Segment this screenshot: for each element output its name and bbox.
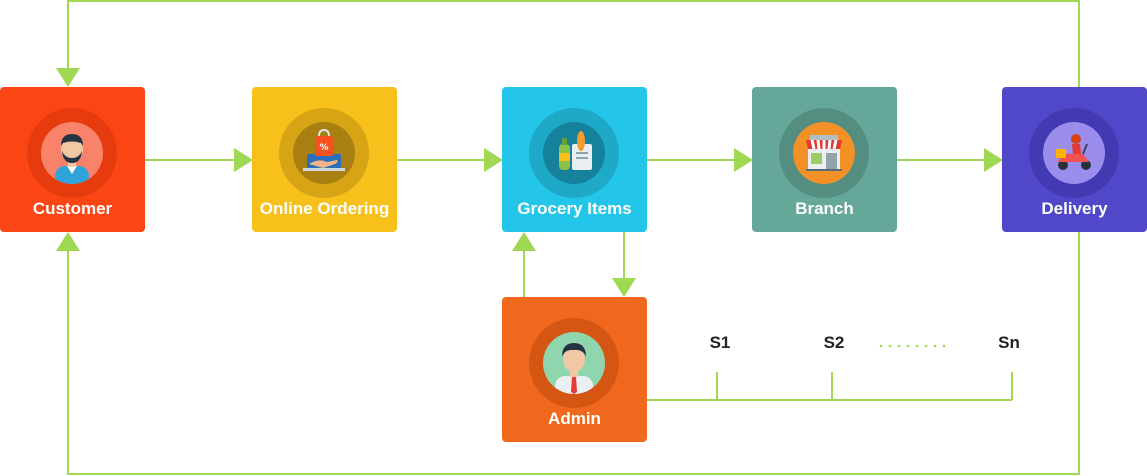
customer-node: Customer — [0, 87, 145, 232]
customer-label: Customer — [32, 199, 113, 218]
arrow-into-grocery-from-admin — [512, 232, 536, 251]
grocery-items-label: Grocery Items — [517, 199, 632, 218]
svg-text:%: % — [319, 143, 328, 153]
online-ordering-label: Online Ordering — [259, 199, 390, 218]
storefront-icon — [793, 122, 855, 184]
branch-label: Branch — [795, 199, 854, 218]
admin-avatar-icon — [543, 332, 605, 394]
arrow-into-grocery — [484, 148, 503, 172]
loop-top-line — [67, 0, 1080, 87]
delivery-label: Delivery — [1041, 199, 1108, 218]
arrow-into-delivery — [984, 148, 1003, 172]
arrow-into-customer-top — [56, 68, 80, 87]
arrow-into-branch — [734, 148, 753, 172]
arrow-into-customer-bottom — [56, 232, 80, 251]
grocery-items-node: Grocery Items — [502, 87, 647, 232]
server-s2-label: S2 — [823, 333, 845, 352]
delivery-scooter-icon — [1043, 122, 1105, 184]
grocery-items-icon — [543, 122, 605, 184]
admin-node: Admin — [502, 297, 647, 442]
shopping-bag-hand-icon: % — [293, 122, 355, 184]
branch-node: Branch — [752, 87, 897, 232]
delivery-node: Delivery — [1002, 87, 1147, 232]
arrow-into-online — [234, 148, 253, 172]
loop-bottom-line — [67, 232, 1080, 475]
server-sn-label: Sn — [998, 333, 1020, 352]
servers-ellipsis — [879, 344, 946, 348]
online-ordering-node: % Online Ordering — [252, 87, 397, 232]
arrow-into-admin — [612, 278, 636, 297]
server-s1-label: S1 — [709, 333, 731, 352]
admin-label: Admin — [548, 409, 601, 428]
man-avatar-icon — [41, 122, 103, 184]
